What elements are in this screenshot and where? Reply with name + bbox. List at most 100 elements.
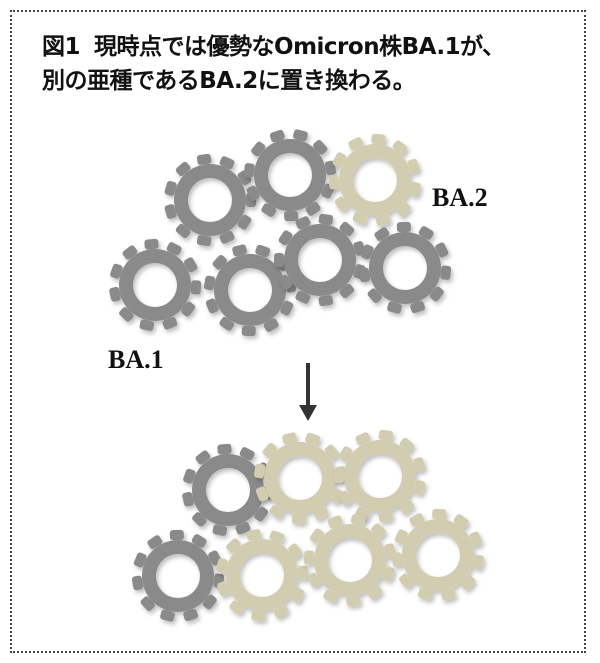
particle-spike <box>346 595 361 607</box>
before-cluster <box>109 129 452 337</box>
arrow-shaft <box>306 363 310 408</box>
particle-spike <box>371 523 386 538</box>
before-virus-particle-ba1 <box>358 221 452 314</box>
particle-body <box>402 519 474 591</box>
particle-spike <box>391 552 403 567</box>
particle-spike <box>328 175 340 190</box>
particle-spike <box>203 275 216 291</box>
particle-spike <box>162 316 178 330</box>
particle-spike <box>190 280 202 295</box>
particle-spike <box>410 300 426 314</box>
particle-spike <box>350 514 366 526</box>
particle-spike <box>291 513 306 525</box>
particle-spike <box>399 573 414 589</box>
particle-body <box>263 441 337 515</box>
particle-spike <box>169 529 184 541</box>
particle-spike <box>324 160 337 176</box>
particle-spike <box>219 230 235 244</box>
particle-spike <box>334 196 349 212</box>
after-virus-particle-ba2 <box>253 432 347 525</box>
particle-body <box>174 164 246 236</box>
caption-line-2: 別の亜種であるBA.2に置き換わる。 <box>42 68 416 94</box>
particle-spike <box>229 600 245 615</box>
label-ba2: BA.2 <box>432 183 488 212</box>
particle-spike <box>175 223 191 239</box>
particle-spike <box>318 295 334 307</box>
particle-spike <box>160 609 175 622</box>
particle-spike <box>413 457 426 472</box>
particle-spike <box>273 252 285 267</box>
particle-spike <box>191 534 207 548</box>
particle-spike <box>367 288 382 303</box>
particle-spike <box>241 325 256 337</box>
arrow-head <box>299 405 317 421</box>
before-virus-particle-ba1 <box>164 153 256 247</box>
particle-spike <box>212 524 228 536</box>
particle-spike <box>413 480 426 495</box>
particle-spike <box>382 566 395 582</box>
particle-spike <box>235 521 251 535</box>
particle-body <box>254 138 327 212</box>
particle-spike <box>212 254 227 270</box>
particle-spike <box>338 446 353 462</box>
particle-spike <box>339 283 355 299</box>
particle-spike <box>202 594 217 610</box>
particle-spike <box>255 486 269 502</box>
particle-body <box>214 254 286 326</box>
down-arrow <box>299 363 317 421</box>
particle-body <box>339 144 411 216</box>
particle-spike <box>394 529 408 545</box>
particle-spike <box>460 575 476 591</box>
particle-body <box>314 524 386 596</box>
particle-spike <box>305 432 321 446</box>
particle-spike <box>309 528 324 544</box>
before-virus-particle-ba1 <box>109 238 202 331</box>
figure-number: 図1 <box>42 34 81 60</box>
figure-frame <box>10 10 586 653</box>
particle-spike <box>297 565 309 580</box>
particle-spike <box>269 530 285 544</box>
particle-spike <box>469 531 483 547</box>
particle-spike <box>407 158 420 174</box>
before-virus-particle-ba1 <box>243 129 337 222</box>
particle-spike <box>273 604 289 618</box>
particle-spike <box>183 468 196 484</box>
particle-spike <box>226 538 241 553</box>
particle-spike <box>399 499 415 515</box>
particle-spike <box>175 161 191 177</box>
particle-spike <box>255 244 271 258</box>
after-virus-particle-ba2 <box>303 514 396 607</box>
particle-spike <box>131 575 144 591</box>
particle-spike <box>282 432 297 445</box>
particle-spike <box>355 432 371 446</box>
particle-spike <box>263 318 279 332</box>
particle-spike <box>429 286 444 302</box>
particle-spike <box>164 181 177 196</box>
particle-spike <box>182 491 194 507</box>
before-virus-particle-ba2 <box>328 133 421 226</box>
particle-spike <box>269 129 285 143</box>
particle-spike <box>324 444 339 460</box>
particle-spike <box>440 265 452 280</box>
particle-spike <box>232 244 247 257</box>
particle-spike <box>295 290 311 304</box>
particle-spike <box>323 589 339 603</box>
particle-spike <box>290 587 305 603</box>
particle-spike <box>254 506 269 522</box>
particle-spike <box>284 210 299 222</box>
particle-spike <box>417 587 433 601</box>
particle-spike <box>318 213 334 225</box>
particle-spike <box>217 443 232 455</box>
particle-spike <box>378 511 394 523</box>
particle-spike <box>140 596 155 611</box>
particle-spike <box>387 301 402 314</box>
particle-spike <box>409 181 421 197</box>
particle-spike <box>307 572 321 588</box>
particle-spike <box>195 450 211 465</box>
particle-spike <box>119 307 134 322</box>
particle-spike <box>432 508 447 520</box>
particle-spike <box>109 286 121 302</box>
